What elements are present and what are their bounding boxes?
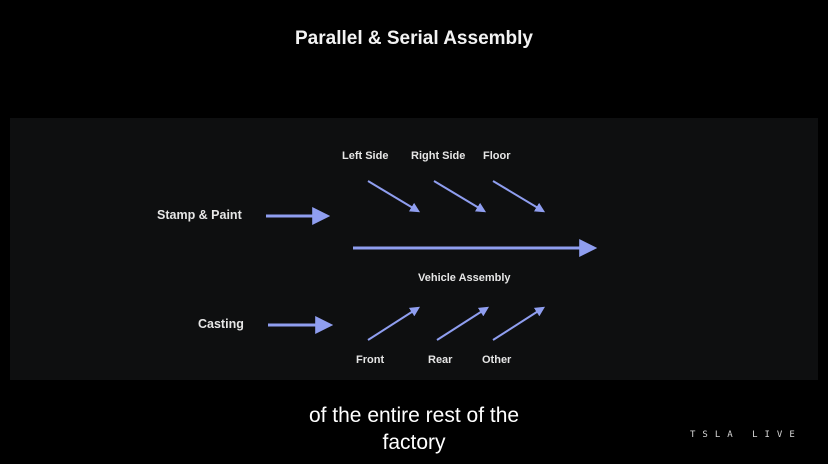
- subtitle-caption: of the entire rest of the factory: [0, 402, 828, 456]
- floor-arrow: [492, 180, 546, 213]
- caption-line-1: of the entire rest of the: [308, 404, 520, 427]
- slide-title: Parallel & Serial Assembly: [295, 28, 533, 49]
- label-other: Other: [482, 354, 512, 366]
- label-floor: Floor: [483, 150, 511, 162]
- label-front: Front: [356, 354, 385, 366]
- other-arrow: [492, 306, 546, 341]
- right-side-arrow: [433, 180, 487, 213]
- brand-watermark: TSLA LIVE: [690, 430, 802, 440]
- label-right-side: Right Side: [411, 150, 466, 162]
- label-vehicle-assembly: Vehicle Assembly: [418, 272, 511, 284]
- label-casting: Casting: [198, 317, 244, 331]
- front-arrow: [367, 306, 421, 341]
- label-stamp-paint: Stamp & Paint: [157, 208, 242, 222]
- label-left-side: Left Side: [342, 150, 389, 162]
- left-side-arrow: [367, 180, 421, 213]
- rear-arrow: [436, 306, 490, 341]
- label-rear: Rear: [428, 354, 453, 366]
- caption-line-2: factory: [382, 431, 446, 454]
